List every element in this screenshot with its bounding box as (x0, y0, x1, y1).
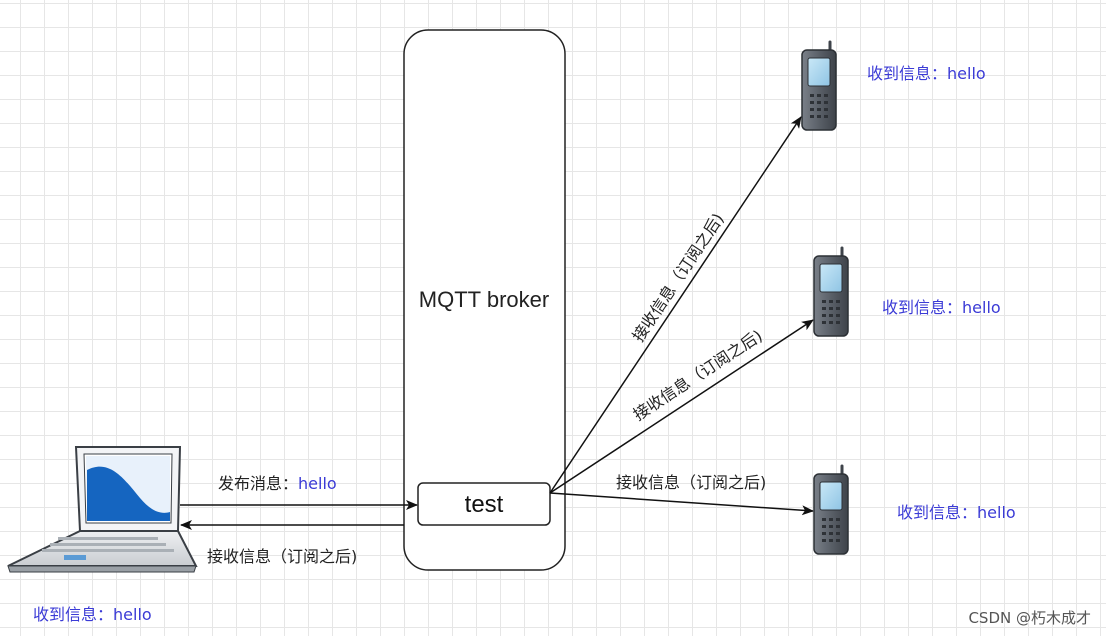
subscriber-arrow-2 (549, 319, 814, 494)
phone-received-value-2: hello (962, 298, 1001, 317)
laptop-received-label: 收到信息：hello (33, 605, 152, 624)
broker-container: MQTT broker test (403, 29, 566, 571)
phone-icon-3 (812, 464, 850, 556)
phone-received-prefix-1: 收到信息： (867, 64, 947, 83)
phone-icon-2 (812, 246, 850, 338)
broker-title: MQTT broker (419, 287, 549, 312)
laptop-received-value: hello (113, 605, 152, 624)
phone-received-label-1: 收到信息：hello (867, 64, 986, 83)
phone-received-prefix-2: 收到信息： (882, 298, 962, 317)
publish-label: 发布消息：hello (218, 474, 337, 493)
publish-label-prefix: 发布消息： (218, 474, 298, 493)
phone-received-prefix-3: 收到信息： (897, 503, 977, 522)
subscriber-edge-label-3: 接收信息（订阅之后) (616, 473, 766, 492)
watermark: CSDN @朽木成才 (968, 609, 1091, 627)
laptop-icon (7, 446, 198, 573)
phone-received-value-3: hello (977, 503, 1016, 522)
phone-icon-1 (800, 40, 838, 132)
subscriber-arrow-3 (549, 492, 814, 516)
phone-received-label-3: 收到信息：hello (897, 503, 1016, 522)
subscriber-arrow-1 (549, 116, 802, 494)
subscriber-edge-label-1: 接收信息（订阅之后) (629, 210, 728, 346)
laptop-received-prefix: 收到信息： (33, 605, 113, 624)
publish-label-value: hello (298, 474, 337, 493)
topic-box (417, 482, 551, 526)
subscriber-edge-label-2: 接收信息（订阅之后) (630, 326, 766, 424)
topic-label: test (465, 491, 504, 518)
phone-received-label-2: 收到信息：hello (882, 298, 1001, 317)
broker-box (403, 29, 566, 571)
phone-received-value-1: hello (947, 64, 986, 83)
return-label: 接收信息（订阅之后) (207, 547, 357, 566)
